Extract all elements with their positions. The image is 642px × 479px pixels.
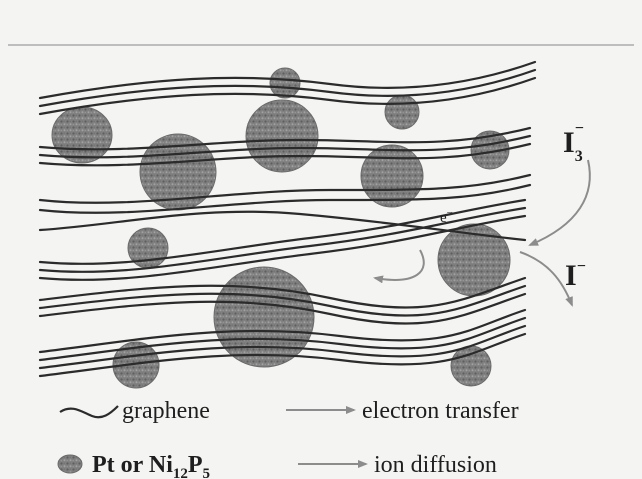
particle xyxy=(270,68,300,98)
electron-transfer-arrow xyxy=(375,250,424,280)
legend: graphene electron transfer Pt or Ni12P5 … xyxy=(58,398,519,479)
particle xyxy=(52,107,112,163)
legend-item-catalyst: Pt or Ni12P5 xyxy=(58,452,210,479)
legend-ion-diffusion-label: ion diffusion xyxy=(374,452,497,478)
graphene-symbol xyxy=(60,406,118,417)
legend-item-ion-diffusion: ion diffusion xyxy=(298,452,497,478)
triiodide-label: I3− xyxy=(563,120,584,165)
electron-label: e− xyxy=(440,207,453,226)
particle xyxy=(361,145,423,207)
legend-graphene-label: graphene xyxy=(122,398,210,424)
triiodide-diffusion-arrow xyxy=(530,160,590,245)
legend-catalyst-label: Pt or Ni12P5 xyxy=(92,452,210,479)
particle xyxy=(385,95,419,129)
iodide-label: I− xyxy=(565,258,586,292)
legend-item-electron-transfer: electron transfer xyxy=(286,398,519,424)
graphene-stack xyxy=(40,175,530,213)
particle xyxy=(214,267,314,367)
catalyst-symbol xyxy=(58,455,82,473)
particle xyxy=(451,346,491,386)
legend-electron-transfer-label: electron transfer xyxy=(362,398,519,424)
particle xyxy=(246,100,318,172)
legend-item-graphene: graphene xyxy=(60,398,210,424)
